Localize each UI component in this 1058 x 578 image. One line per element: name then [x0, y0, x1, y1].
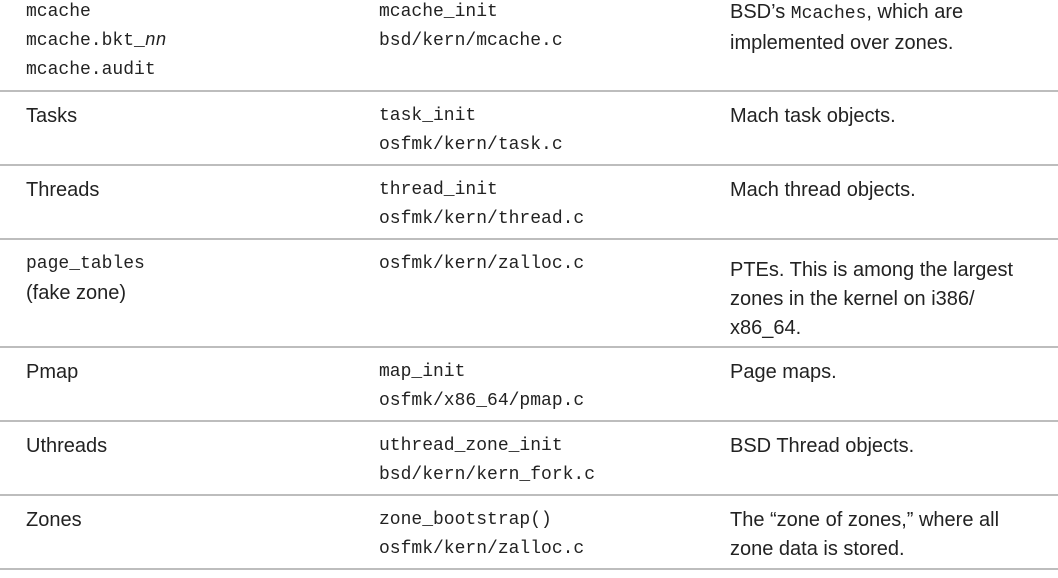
zone-name-cell: page_tables (fake zone)	[26, 250, 356, 308]
zone-name-note: (fake zone)	[26, 282, 127, 304]
zone-name-cell: Threads	[26, 176, 356, 205]
source-file: bsd/kern/kern_fork.c	[379, 465, 596, 485]
description-cell: BSD’s Mcaches, which are implemented ove…	[730, 0, 1050, 58]
zone-name-cell: Tasks	[26, 102, 356, 131]
table-row-page-tables: page_tables (fake zone) osfmk/kern/zallo…	[0, 240, 1058, 348]
description-code: Mcaches	[790, 4, 867, 24]
description-cell: Mach task objects.	[730, 102, 1050, 131]
zone-name-italic: nn	[144, 31, 167, 51]
zone-name-cell: Zones	[26, 506, 356, 535]
init-function-cell: map_init osfmk/x86_64/pmap.c	[379, 358, 709, 416]
description-cell: Mach thread objects.	[730, 176, 1050, 205]
source-file: osfmk/kern/zalloc.c	[379, 254, 585, 274]
table-row-zones: Zones zone_bootstrap() osfmk/kern/zalloc…	[0, 496, 1058, 570]
description-cell: PTEs. This is among the largest zones in…	[730, 256, 1040, 343]
init-function-cell: uthread_zone_init bsd/kern/kern_fork.c	[379, 432, 709, 490]
zone-name-cell: mcache mcache.bkt_nn mcache.audit	[26, 0, 356, 85]
source-file: osfmk/kern/task.c	[379, 135, 563, 155]
zone-name: Zones	[26, 509, 82, 531]
table-row-uthreads: Uthreads uthread_zone_init bsd/kern/kern…	[0, 422, 1058, 496]
description-cell: Page maps.	[730, 358, 1050, 387]
init-function: zone_bootstrap()	[379, 510, 552, 530]
zone-name: Threads	[26, 179, 100, 201]
description: PTEs. This is among the largest zones in…	[730, 259, 1014, 339]
source-file: bsd/kern/mcache.c	[379, 31, 563, 51]
description: Mach task objects.	[730, 105, 896, 127]
description-text: , which are implemented over zones.	[730, 1, 964, 54]
description-cell: The “zone of zones,” where all zone data…	[730, 506, 1040, 564]
init-function-cell: zone_bootstrap() osfmk/kern/zalloc.c	[379, 506, 709, 564]
init-function: mcache_init	[379, 2, 498, 22]
zone-name-cell: Uthreads	[26, 432, 356, 461]
zone-name-line: mcache.audit	[26, 60, 156, 80]
description-text: BSD’s	[730, 1, 791, 23]
source-file: osfmk/x86_64/pmap.c	[379, 391, 585, 411]
description: The “zone of zones,” where all zone data…	[730, 509, 1000, 560]
description: Page maps.	[730, 361, 837, 383]
source-file: osfmk/kern/zalloc.c	[379, 539, 585, 559]
init-function-cell: osfmk/kern/zalloc.c	[379, 250, 709, 279]
init-function-cell: task_init osfmk/kern/task.c	[379, 102, 709, 160]
table-row-mcache: mcache mcache.bkt_nn mcache.audit mcache…	[0, 0, 1058, 92]
table-row-pmap: Pmap map_init osfmk/x86_64/pmap.c Page m…	[0, 348, 1058, 422]
description-cell: BSD Thread objects.	[730, 432, 1050, 461]
zone-name: Uthreads	[26, 435, 108, 457]
init-function: map_init	[379, 362, 466, 382]
zone-name-prefix: mcache.bkt_	[26, 31, 145, 51]
source-file: osfmk/kern/thread.c	[379, 209, 585, 229]
zone-name-line: mcache.bkt_nn	[26, 27, 356, 56]
description: Mach thread objects.	[730, 179, 916, 201]
zone-name-line: mcache	[26, 2, 91, 22]
init-function-cell: mcache_init bsd/kern/mcache.c	[379, 0, 709, 56]
zone-name-cell: Pmap	[26, 358, 356, 387]
init-function: uthread_zone_init	[379, 436, 563, 456]
init-function: thread_init	[379, 180, 498, 200]
description: BSD’s Mcaches, which are implemented ove…	[730, 0, 1050, 58]
description: BSD Thread objects.	[730, 435, 915, 457]
table-row-tasks: Tasks task_init osfmk/kern/task.c Mach t…	[0, 92, 1058, 166]
zone-name: Tasks	[26, 105, 78, 127]
zone-name: Pmap	[26, 361, 79, 383]
init-function: task_init	[379, 106, 477, 126]
init-function-cell: thread_init osfmk/kern/thread.c	[379, 176, 709, 234]
zone-name-code: page_tables	[26, 254, 145, 274]
table-row-threads: Threads thread_init osfmk/kern/thread.c …	[0, 166, 1058, 240]
